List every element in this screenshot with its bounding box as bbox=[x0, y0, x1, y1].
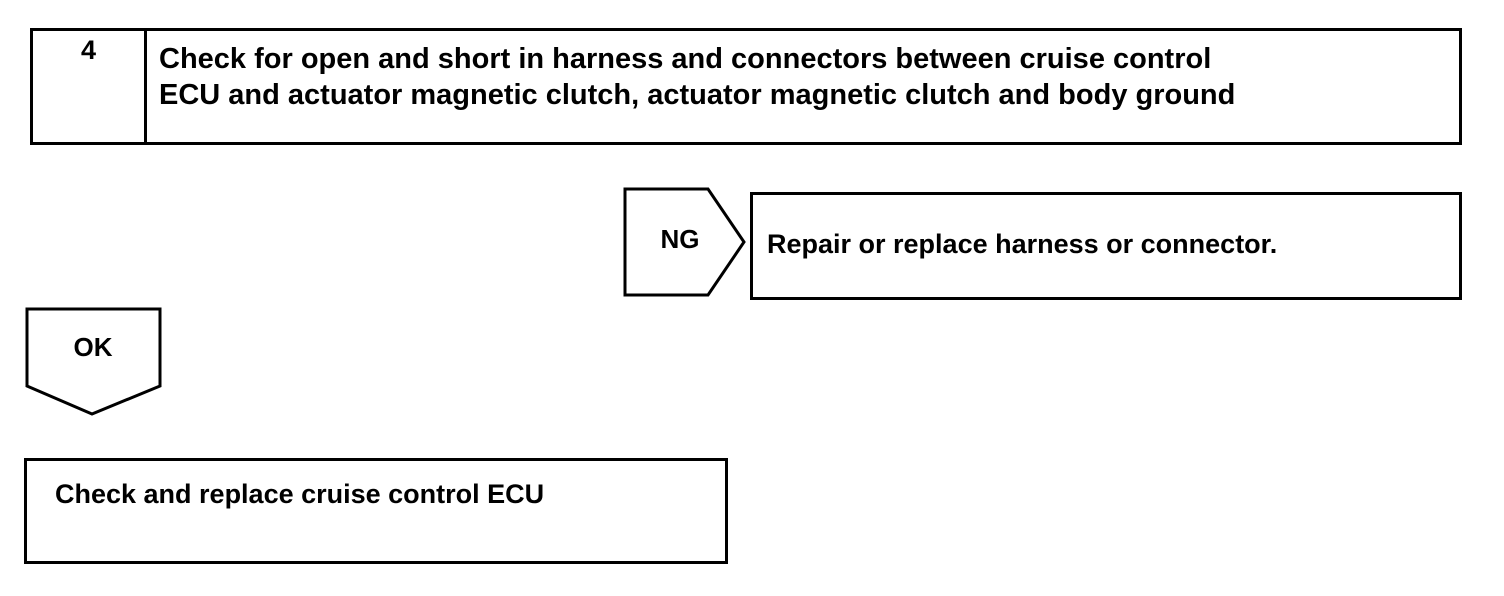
ok-action-box: Check and replace cruise control ECU bbox=[24, 458, 728, 564]
ok-action-text: Check and replace cruise control ECU bbox=[55, 479, 545, 509]
step-title-line-1: Check for open and short in harness and … bbox=[159, 43, 1212, 75]
ng-action-text: Repair or replace harness or connector. bbox=[767, 229, 1278, 259]
step-box: 4 Check for open and short in harness an… bbox=[30, 28, 1462, 145]
step-title-line-2: ECU and actuator magnetic clutch, actuat… bbox=[159, 79, 1236, 111]
ng-label: NG bbox=[660, 224, 700, 254]
ng-arrow-icon bbox=[623, 187, 746, 297]
ng-action-box: Repair or replace harness or connector. bbox=[750, 192, 1462, 300]
ok-label: OK bbox=[73, 332, 113, 362]
step-title: Check for open and short in harness and … bbox=[159, 41, 1443, 113]
step-number: 4 bbox=[33, 31, 147, 142]
ok-arrow-icon bbox=[25, 307, 162, 416]
